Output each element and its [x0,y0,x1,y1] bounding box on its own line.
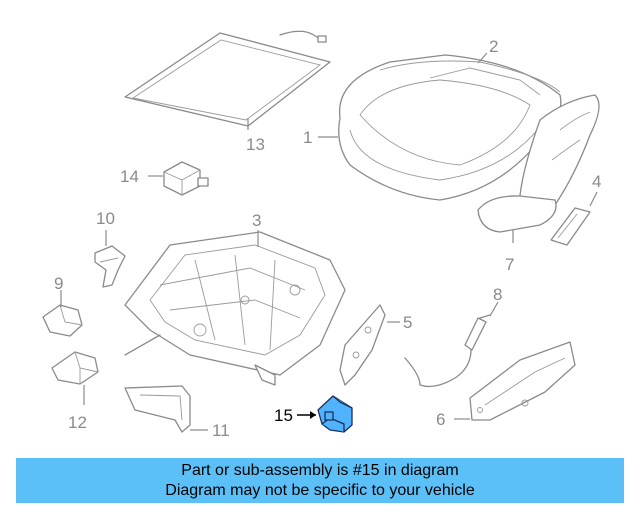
callout-8: 8 [493,285,502,304]
callout-13: 13 [246,135,265,154]
part-7-side-trim [477,195,557,243]
part-15-highlighted-bracket[interactable] [297,395,353,433]
part-5-side-plate [339,304,400,386]
callout-4: 4 [592,172,601,191]
info-banner: Part or sub-assembly is #15 in diagram D… [16,458,624,503]
callout-3: 3 [252,211,261,230]
part-3-seat-frame [124,230,346,386]
callout-2: 2 [489,37,498,56]
part-8-harness [404,301,499,388]
part-4-switch [550,191,598,246]
part-13-heater-mat [124,30,331,130]
banner-line-2: Diagram may not be specific to your vehi… [165,481,475,499]
part-12-clip [51,351,99,405]
part-9-cap [42,290,83,337]
part-2-cushion-cover [379,52,561,96]
callout-10: 10 [96,209,115,228]
part-10-bracket [94,230,126,288]
callout-6: 6 [436,410,445,429]
seat-parts-diagram: 13 1 2 7 4 14 [42,30,601,440]
part-14-module [148,161,209,196]
callout-1: 1 [303,128,312,147]
callout-7: 7 [505,255,514,274]
banner-line-1: Part or sub-assembly is #15 in diagram [181,461,459,479]
callout-5: 5 [403,313,412,332]
callout-11: 11 [212,421,230,440]
part-11-bracket [124,385,208,433]
callout-9: 9 [54,274,63,293]
callout-15: 15 [274,406,293,425]
callout-14: 14 [120,167,139,186]
callout-12: 12 [68,413,87,432]
part-6-side-cover [454,341,576,421]
